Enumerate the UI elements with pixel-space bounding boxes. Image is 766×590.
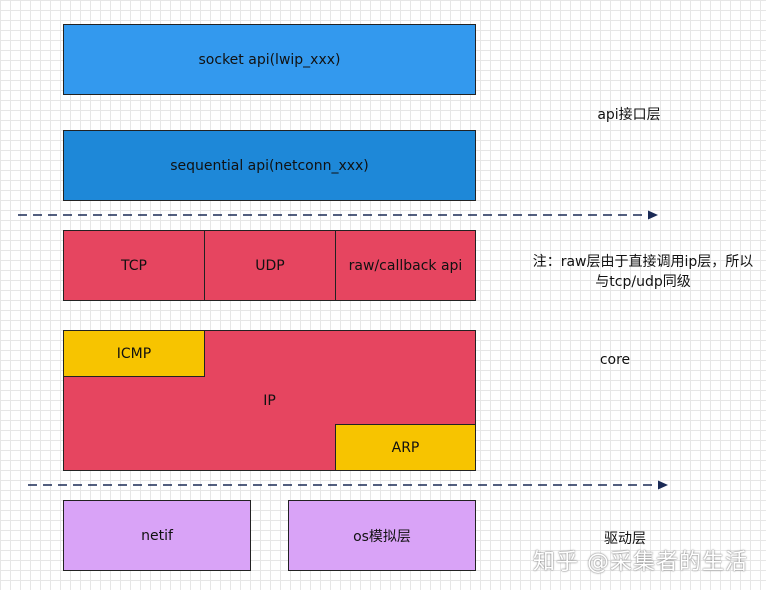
os-emulation-text: os模拟层 [353,528,411,545]
tcp-box: TCP [63,230,205,301]
raw-callback-text: raw/callback api [348,257,463,274]
driver-layer-label: 驱动层 [604,531,646,547]
udp-text: UDP [255,257,285,274]
os-emulation-box: os模拟层 [288,500,476,571]
arp-text: ARP [391,439,420,456]
arp-box: ARP [335,424,476,471]
raw-callback-box: raw/callback api [335,230,476,301]
core-layer-label: core [599,352,631,368]
udp-box: UDP [204,230,336,301]
netif-box: netif [63,500,251,571]
socket-api-text: socket api(lwip_xxx) [198,51,341,68]
sequential-api-text: sequential api(netconn_xxx) [170,157,369,174]
socket-api-box: socket api(lwip_xxx) [63,24,476,95]
ip-text: IP [263,392,276,409]
raw-note-line1: 注：raw层由于直接调用ip层，所以 [532,254,754,270]
sequential-api-box: sequential api(netconn_xxx) [63,130,476,201]
icmp-text: ICMP [116,345,152,362]
tcp-text: TCP [121,257,147,274]
divider-arrow-bottom [28,480,668,490]
raw-note-line2: 与tcp/udp同级 [595,274,691,290]
api-layer-label: api接口层 [597,107,661,123]
zhihu-watermark: 知乎 @采集者的生活 [533,550,748,575]
icmp-box: ICMP [63,330,205,377]
netif-text: netif [141,527,173,544]
divider-arrow-top [18,210,658,220]
